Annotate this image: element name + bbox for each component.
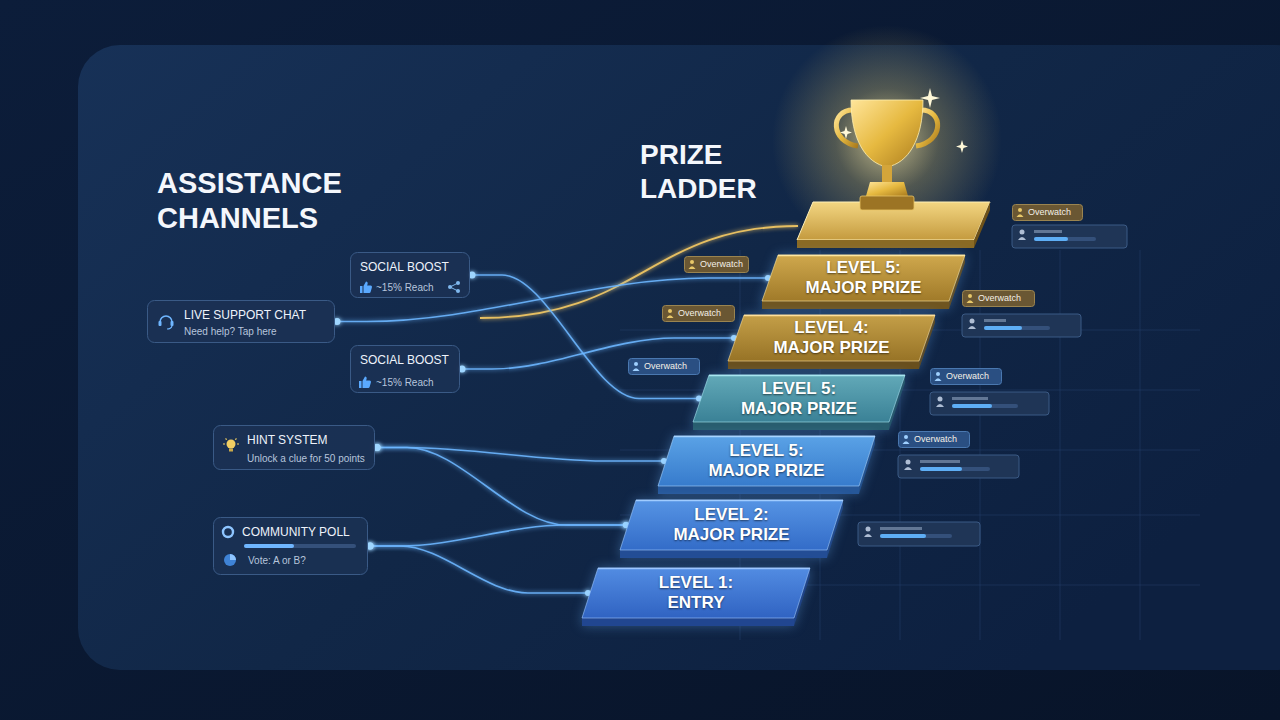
step-label: LEVEL 5: MAJOR PRIZE <box>706 441 828 481</box>
card-heading: HINT SYSTEM <box>247 433 365 448</box>
tag-text: Overwatch <box>644 361 695 372</box>
prize-step: LEVEL 1: ENTRY <box>582 568 810 618</box>
step-label: LEVEL 5: MAJOR PRIZE <box>803 258 925 298</box>
connector <box>337 278 768 322</box>
status-tag: Overwatch <box>962 290 1035 307</box>
connector <box>370 546 588 593</box>
card-heading: COMMUNITY POLL <box>242 525 358 540</box>
gold-wire <box>480 226 798 318</box>
tag-text: Overwatch <box>978 293 1030 304</box>
connector <box>377 448 626 526</box>
channel-card: SOCIAL BOOST ~15% Reach <box>350 345 460 393</box>
step-label: LEVEL 1: ENTRY <box>635 573 757 613</box>
stat-card <box>930 392 1049 415</box>
panel <box>78 45 1280 670</box>
step-label: LEVEL 5: MAJOR PRIZE <box>738 379 860 419</box>
tag-text: Overwatch <box>1028 207 1078 218</box>
prize-step: LEVEL 4: MAJOR PRIZE <box>728 315 935 361</box>
section-heading: ASSISTANCE CHANNELS <box>157 166 372 236</box>
tag-text: Overwatch <box>678 308 730 319</box>
prize-step: LEVEL 5: MAJOR PRIZE <box>762 255 965 301</box>
card-text: Need help? Tap here <box>184 325 325 338</box>
step-label: LEVEL 4: MAJOR PRIZE <box>771 318 893 358</box>
section-heading: PRIZE LADDER <box>640 138 780 206</box>
channel-card: HINT SYSTEM Unlock a clue for 50 points <box>213 425 375 470</box>
channel-card: SOCIAL BOOST ~15% Reach <box>350 252 470 298</box>
card-text: Unlock a clue for 50 points <box>247 452 365 465</box>
prize-step: LEVEL 5: MAJOR PRIZE <box>693 375 905 422</box>
grid <box>620 250 1200 640</box>
status-tag: Overwatch <box>1012 204 1083 221</box>
channel-card: COMMUNITY POLL Vote: A or B? <box>213 517 368 575</box>
status-tag: Overwatch <box>662 305 735 322</box>
channel-card: LIVE SUPPORT CHAT Need help? Tap here <box>147 300 335 343</box>
connector <box>472 275 699 399</box>
prize-step: LEVEL 5: MAJOR PRIZE <box>658 436 875 486</box>
step-label: LEVEL 2: MAJOR PRIZE <box>671 505 793 545</box>
card-heading: SOCIAL BOOST <box>360 353 450 368</box>
tag-text: Overwatch <box>914 434 965 445</box>
card-text: Vote: A or B? <box>248 554 358 567</box>
stat-card <box>898 455 1019 478</box>
stat-card <box>858 522 980 546</box>
status-tag: Overwatch <box>930 368 1002 385</box>
trophy <box>772 25 1002 255</box>
connector <box>370 525 626 546</box>
status-tag: Overwatch <box>628 358 700 375</box>
card-heading: SOCIAL BOOST <box>360 260 460 275</box>
status-tag: Overwatch <box>684 256 749 273</box>
tag-text: Overwatch <box>946 371 997 382</box>
prize-step: LEVEL 2: MAJOR PRIZE <box>620 500 843 550</box>
status-tag: Overwatch <box>898 431 970 448</box>
stat-card <box>1012 225 1127 248</box>
card-heading: LIVE SUPPORT CHAT <box>184 308 325 323</box>
card-text: ~15% Reach <box>376 281 460 294</box>
card-text: ~15% Reach <box>376 376 450 389</box>
tag-text: Overwatch <box>700 259 744 270</box>
stat-card <box>962 314 1081 337</box>
